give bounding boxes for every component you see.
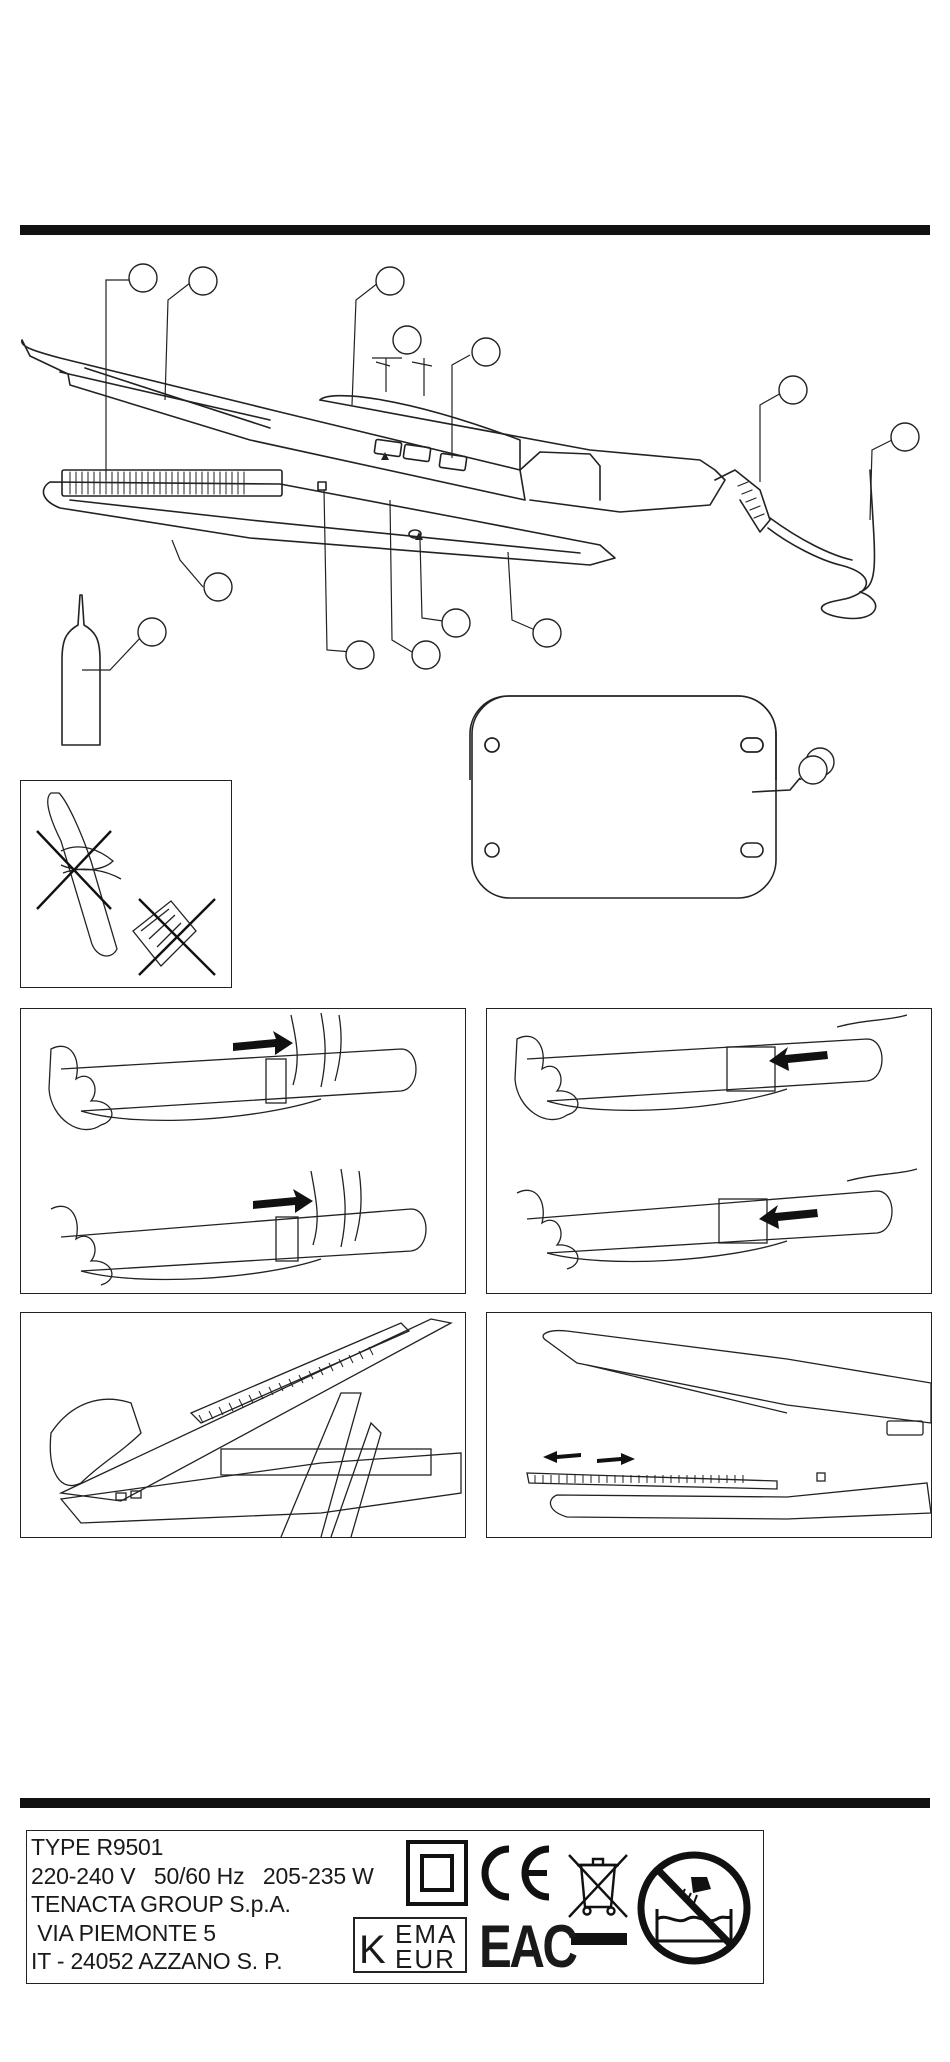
kema-top: EMA xyxy=(395,1922,457,1946)
double-insulation-icon xyxy=(405,1839,469,1909)
warning-panel xyxy=(20,780,232,988)
callout-1 xyxy=(129,264,157,292)
label-line-power: 220-240 V 50/60 Hz 205-235 W xyxy=(31,1862,374,1891)
ce-mark-icon xyxy=(475,1843,555,1903)
callout-6 xyxy=(779,376,807,404)
product-diagram xyxy=(0,0,950,780)
step-panel-open-plates xyxy=(20,1312,466,1538)
step-panel-slide-comb-off xyxy=(486,1008,932,1294)
callout-7 xyxy=(891,423,919,451)
bottom-rule xyxy=(20,1798,930,1808)
callout-3 xyxy=(376,267,404,295)
label-line-type: TYPE R9501 xyxy=(31,1833,374,1862)
rating-label-text: TYPE R9501 220-240 V 50/60 Hz 205-235 W … xyxy=(31,1833,374,1976)
no-water-bath-icon xyxy=(635,1849,753,1967)
hand-push-left-arrow-icon xyxy=(759,1047,828,1229)
label-line-company: TENACTA GROUP S.p.A. xyxy=(31,1890,374,1919)
crossed-out-cord-wrap-icon xyxy=(21,781,231,987)
callout-15 xyxy=(799,756,827,784)
upper-arm xyxy=(22,340,525,500)
callout-10 xyxy=(346,641,374,669)
label-line-street: VIA PIEMONTE 5 xyxy=(31,1919,374,1948)
double-arrow-icon xyxy=(543,1451,635,1465)
open-straightener-icon xyxy=(21,1313,465,1537)
callout-8 xyxy=(204,573,232,601)
callout-11 xyxy=(412,641,440,669)
kema-letter: K xyxy=(359,1932,388,1968)
step-panel-detach-comb xyxy=(486,1312,932,1538)
eac-mark: EAC xyxy=(479,1917,576,1977)
kema-keur-mark: K EMA EUR xyxy=(353,1917,467,1973)
callout-4 xyxy=(393,326,421,354)
callout-5 xyxy=(472,338,500,366)
minus-button xyxy=(374,439,402,456)
callout-13 xyxy=(533,619,561,647)
callout-2 xyxy=(189,267,217,295)
callout-12 xyxy=(442,609,470,637)
step-panel-slide-comb-on xyxy=(20,1008,466,1294)
plus-button xyxy=(403,444,431,461)
power-button xyxy=(439,453,467,470)
label-line-city: IT - 24052 AZZANO S. P. xyxy=(31,1947,374,1976)
callout-9 xyxy=(138,618,166,646)
handle-body xyxy=(320,400,725,512)
lower-arm xyxy=(43,482,615,565)
rating-label: TYPE R9501 220-240 V 50/60 Hz 205-235 W … xyxy=(26,1830,764,1984)
kema-bottom: EUR xyxy=(395,1947,456,1971)
